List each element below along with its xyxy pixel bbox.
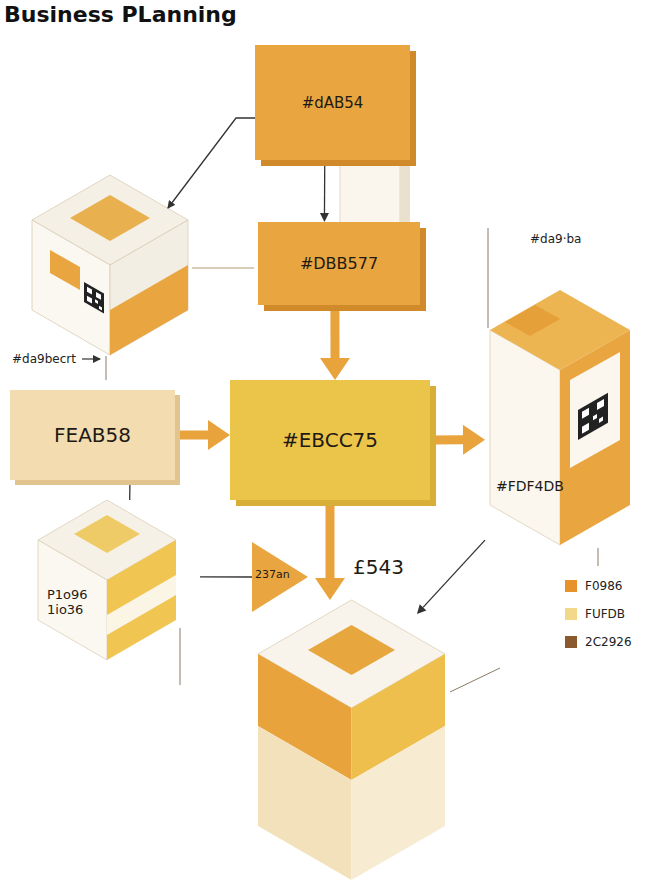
qr-cube-part-part — [87, 287, 92, 295]
arrow-head — [463, 425, 485, 455]
connector-shaft — [325, 500, 334, 578]
right-cube — [490, 290, 630, 545]
diagram-title: Business PLanning — [4, 2, 237, 27]
connector-line — [129, 480, 130, 500]
bottom-cube-part — [352, 726, 446, 880]
result-cube: £543 — [258, 600, 445, 880]
qr-cube-part — [70, 195, 150, 241]
arrow-head — [208, 420, 230, 450]
leader-lines-part — [488, 228, 489, 328]
right-cube-part — [570, 352, 620, 468]
output-cube: #FDF4DB — [485, 300, 635, 545]
flow-arrow — [315, 500, 345, 600]
arrow-head — [315, 578, 345, 600]
node-text: #FDF4DB — [496, 478, 564, 494]
leader-lines-part — [82, 358, 100, 359]
qr-cube-part-part — [84, 282, 104, 314]
connector-shaft — [430, 435, 463, 444]
connector-line — [417, 540, 485, 614]
connector-shaft — [423, 540, 485, 607]
note-label: #da9·ba — [530, 232, 581, 246]
legend-text: FUFDB — [585, 607, 625, 621]
bottom-cube-part — [258, 726, 352, 880]
right-cube-part-part — [599, 417, 603, 423]
legend-row: 2C2926 — [565, 628, 632, 656]
left-cube — [38, 500, 176, 660]
connector-shaft — [330, 305, 339, 358]
legend-text: 2C2926 — [585, 635, 632, 649]
right-cube-part-part — [582, 423, 589, 434]
right-cube-part-part — [597, 399, 604, 410]
left-cube-part — [107, 540, 176, 660]
node-text: FEAB58 — [54, 423, 131, 447]
leader-lines-part — [192, 267, 254, 268]
right-cube-part — [505, 305, 560, 336]
legend-swatch — [565, 636, 577, 648]
leader-lines-part — [106, 356, 107, 380]
arrow-head — [417, 604, 426, 614]
right-cube-part-part — [582, 408, 589, 419]
arrow-head — [320, 358, 350, 380]
qr-cube-part — [50, 250, 80, 290]
qr-cube-part — [32, 220, 110, 355]
legend-swatch — [565, 608, 577, 620]
flow-arrow — [320, 305, 350, 380]
connector-shaft — [200, 576, 252, 578]
arrow-head — [320, 213, 329, 222]
left-cube-part — [107, 575, 176, 635]
qr-cube — [32, 175, 188, 355]
left-cube-part — [38, 540, 107, 660]
legend-row: F0986 — [565, 572, 632, 600]
input-box: FEAB58 — [10, 390, 175, 480]
qr-cube-part-part — [87, 296, 92, 304]
node-text: #EBCC75 — [282, 428, 378, 452]
bottom-cube-part — [308, 625, 395, 675]
qr-cube-part-part — [95, 299, 98, 304]
triangle-marker: 237an — [252, 542, 308, 612]
note-label: #da9becrt — [12, 352, 76, 366]
right-cube-part — [578, 393, 608, 440]
leader-lines-part — [450, 668, 500, 692]
bottom-cube — [258, 600, 445, 880]
qr-cube-part — [110, 265, 188, 355]
legend-text: F0986 — [585, 579, 622, 593]
node-text: #dAB54 — [302, 94, 364, 112]
legend-swatch — [565, 580, 577, 592]
qr-cube-part-part — [96, 292, 101, 300]
white-block — [340, 152, 410, 230]
flow-arrow — [175, 420, 230, 450]
connector-shaft — [324, 160, 326, 213]
connector-shaft — [129, 480, 131, 500]
qr-cube-part — [84, 282, 104, 314]
process-block: #dAB54 — [255, 45, 410, 160]
right-cube-part-part — [578, 393, 608, 440]
right-cube-part-part — [593, 414, 597, 420]
node-text: #DBB577 — [300, 254, 378, 273]
white-block-part — [400, 152, 410, 230]
connector-line — [200, 576, 252, 577]
node-text: P1o96 1io36 — [47, 588, 95, 618]
legend-row: FUFDB — [565, 600, 632, 628]
qr-cube-part — [110, 220, 188, 355]
left-cube-part — [74, 515, 140, 553]
white-block-part — [340, 160, 400, 230]
legend: F0986FUFDB 2C2926 — [565, 572, 632, 656]
qr-cube-part-part — [99, 306, 102, 311]
leader-lines-part — [598, 548, 599, 566]
connector-line — [320, 160, 329, 222]
right-cube-part — [490, 290, 630, 370]
node-text: £543 — [353, 556, 404, 579]
flow-arrow — [430, 425, 485, 455]
side-cube: P1o96 1io36 — [15, 500, 200, 660]
node-text: 237an — [255, 569, 290, 582]
leader-lines-part — [180, 628, 181, 685]
process-block: #DBB577 — [258, 222, 420, 305]
leader-lines-part — [168, 118, 255, 208]
central-box: #EBCC75 — [230, 380, 430, 500]
connector-shaft — [175, 430, 208, 439]
triangle-fill — [252, 542, 308, 612]
